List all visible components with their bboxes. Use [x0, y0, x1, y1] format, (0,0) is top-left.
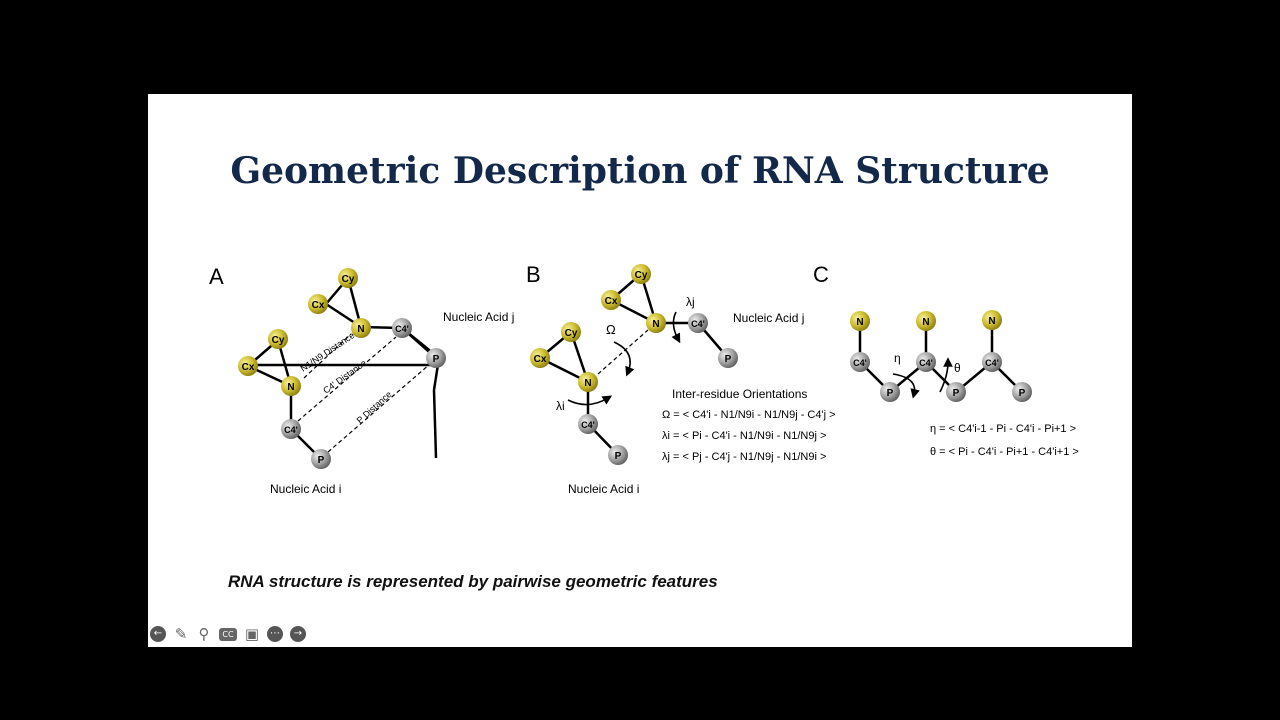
panel-b-label: B: [526, 262, 541, 287]
equation-lambda-j: λj = < Pj - C4'j - N1/N9j - N1/N9i >: [662, 451, 826, 463]
nucleic-acid-j-label: Nucleic Acid j: [733, 311, 804, 325]
svg-text:C4': C4': [395, 324, 409, 334]
atom-n: N: [578, 372, 598, 392]
svg-text:Cx: Cx: [605, 296, 618, 307]
omega-symbol: Ω: [606, 322, 616, 337]
video-icon[interactable]: ▣: [244, 625, 260, 643]
svg-text:P: P: [318, 455, 325, 466]
lambda-j-symbol: λj: [686, 295, 695, 309]
svg-text:Cx: Cx: [242, 362, 255, 373]
svg-text:N: N: [922, 317, 929, 328]
svg-text:N: N: [584, 378, 591, 389]
atom-c4: C4': [916, 352, 936, 372]
panel-c: C η θ N N N C4' C4' C4' P P P: [813, 262, 1079, 458]
previous-icon[interactable]: ←: [150, 626, 166, 642]
svg-text:N: N: [988, 316, 995, 327]
equation-eta: η = < C4'i-1 - Pi - C4'i - Pi+1 >: [930, 423, 1076, 435]
n-distance-label: N1/N9 Distance: [299, 330, 357, 374]
svg-text:P: P: [1019, 388, 1026, 399]
atom-c4: C4': [688, 313, 708, 333]
svg-text:C4': C4': [691, 319, 705, 329]
theta-symbol: θ: [954, 361, 961, 375]
orientations-title: Inter-residue Orientations: [672, 387, 807, 401]
svg-text:Cx: Cx: [534, 354, 547, 365]
panel-a: A: [209, 264, 514, 496]
atom-p: P: [718, 348, 738, 368]
slide-title: Geometric Description of RNA Structure: [230, 150, 1050, 192]
atom-cx: Cx: [308, 294, 328, 314]
atom-c4: C4': [982, 352, 1002, 372]
atom-cy: Cy: [268, 329, 288, 349]
atom-n: N: [646, 313, 666, 333]
atom-cy: Cy: [561, 322, 581, 342]
svg-text:N: N: [856, 317, 863, 328]
svg-text:C4': C4': [853, 358, 867, 368]
atom-n: N: [281, 376, 301, 396]
atom-cy: Cy: [338, 268, 358, 288]
svg-text:N: N: [357, 324, 364, 335]
atom-p: P: [608, 445, 628, 465]
atom-c4: C4': [392, 318, 412, 338]
atom-n: N: [916, 311, 936, 331]
panel-c-label: C: [813, 262, 829, 287]
svg-text:C4': C4': [581, 420, 595, 430]
next-icon[interactable]: →: [290, 626, 306, 642]
more-icon[interactable]: ⋯: [267, 626, 283, 642]
svg-text:P: P: [725, 354, 732, 365]
atom-c4: C4': [850, 352, 870, 372]
svg-text:Cx: Cx: [312, 300, 325, 311]
equation-lambda-i: λi = < Pi - C4'i - N1/N9i - N1/N9j >: [662, 430, 826, 442]
svg-text:Cy: Cy: [272, 335, 285, 346]
nucleic-acid-i-label: Nucleic Acid i: [270, 482, 341, 496]
equation-theta: θ = < Pi - C4'i - Pi+1 - C4'i+1 >: [930, 446, 1079, 458]
svg-text:C4': C4': [919, 358, 933, 368]
equation-omega: Ω = < C4'i - N1/N9i - N1/N9j - C4'j >: [662, 409, 836, 421]
atom-n: N: [982, 310, 1002, 330]
eta-symbol: η: [894, 351, 901, 365]
nucleic-acid-i-label: Nucleic Acid i: [568, 482, 639, 496]
atom-cx: Cx: [601, 290, 621, 310]
svg-text:C4': C4': [985, 358, 999, 368]
slide: Geometric Description of RNA Structure A: [148, 94, 1132, 647]
atom-p: P: [311, 449, 331, 469]
svg-text:P: P: [433, 354, 440, 365]
svg-text:N: N: [287, 382, 294, 393]
atom-p: P: [946, 382, 966, 402]
atom-cx: Cx: [238, 356, 258, 376]
zoom-icon[interactable]: ⚲: [198, 625, 210, 643]
svg-text:Cy: Cy: [342, 274, 355, 285]
slide-caption: RNA structure is represented by pairwise…: [228, 572, 718, 591]
svg-text:Cy: Cy: [635, 270, 648, 281]
svg-text:P: P: [953, 388, 960, 399]
atom-n: N: [850, 311, 870, 331]
panel-a-label: A: [209, 264, 224, 289]
svg-text:P: P: [887, 388, 894, 399]
svg-text:C4': C4': [284, 425, 298, 435]
atom-c4: C4': [578, 414, 598, 434]
atom-p: P: [880, 382, 900, 402]
rna-geometry-diagram: A: [209, 262, 1079, 496]
lambda-i-symbol: λi: [556, 399, 565, 413]
p-distance-label: P Distance: [355, 389, 394, 425]
svg-text:P: P: [615, 451, 622, 462]
svg-text:Cy: Cy: [565, 328, 578, 339]
c4-distance-label: C4' Distance: [321, 358, 368, 396]
slideshow-controls: ← ✎ ⚲ CC ▣ ⋯ →: [150, 626, 306, 642]
pen-icon[interactable]: ✎: [174, 625, 188, 643]
atom-p: P: [1012, 382, 1032, 402]
panel-b: B Ω λj λi Cy Cx N: [526, 262, 836, 496]
atom-c4: C4': [281, 419, 301, 439]
atom-p: P: [426, 348, 446, 368]
cc-icon[interactable]: CC: [219, 627, 237, 641]
svg-text:N: N: [652, 319, 659, 330]
atom-cx: Cx: [530, 348, 550, 368]
atom-n: N: [351, 318, 371, 338]
nucleic-acid-j-label: Nucleic Acid j: [443, 310, 514, 324]
atom-cy: Cy: [631, 264, 651, 284]
